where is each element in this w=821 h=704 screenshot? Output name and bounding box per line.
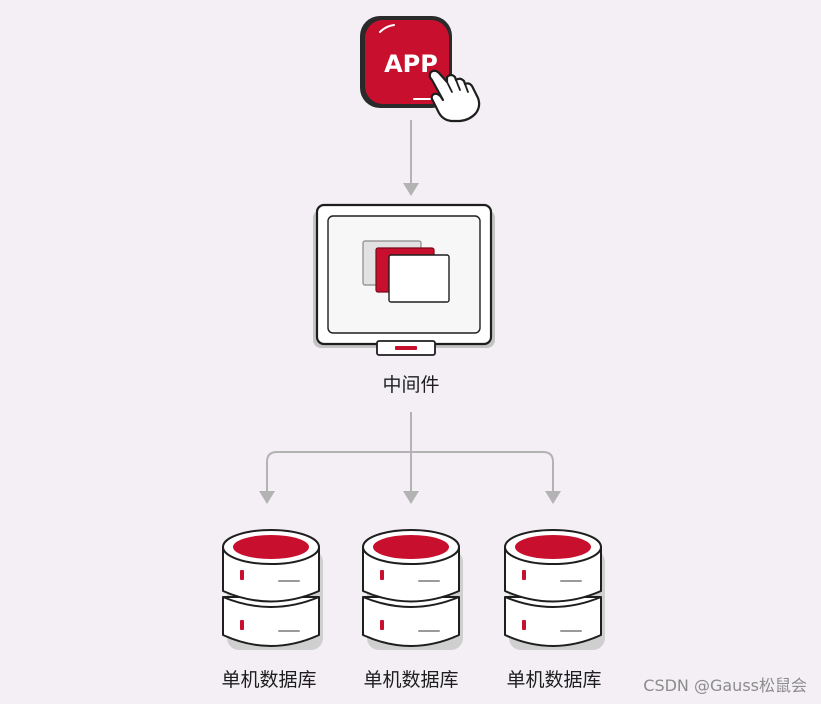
middleware-monitor-icon (313, 203, 495, 356)
database-label-1: 单机数据库 (221, 669, 317, 691)
database-cylinder-icon-2 (362, 529, 463, 650)
connector-app-to-middleware (403, 120, 419, 196)
database-label-3: 单机数据库 (506, 669, 602, 691)
hand-pointer-icon (428, 69, 481, 123)
app-icon: APP (360, 16, 452, 108)
middleware-label: 中间件 (382, 374, 440, 396)
database-cylinder-icon-1 (222, 529, 323, 650)
database-label-2: 单机数据库 (363, 669, 459, 691)
connector-middleware-to-databases (259, 412, 561, 504)
database-cylinder-icon-3 (504, 529, 605, 650)
watermark: CSDN @Gauss松鼠会 (643, 676, 807, 695)
app-label: APP (384, 50, 438, 78)
